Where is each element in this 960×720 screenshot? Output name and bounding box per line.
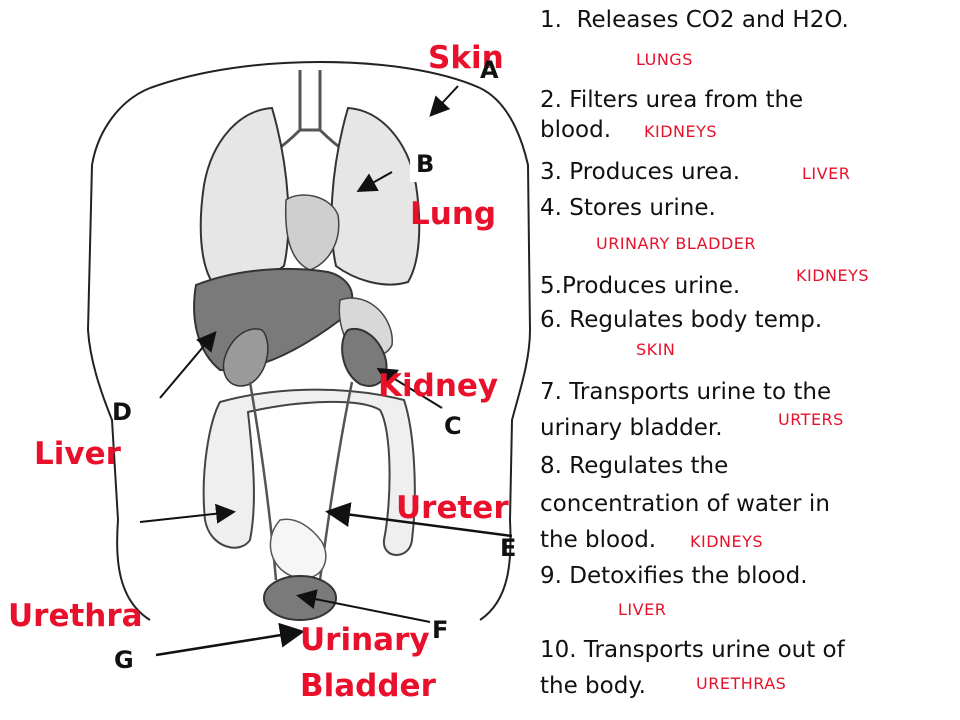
label-urethra: Urethra	[8, 598, 143, 634]
question-3-text: Produces urea.	[569, 159, 741, 185]
question-8-number: 8.	[540, 453, 562, 479]
question-6-text: Regulates body temp.	[569, 307, 823, 333]
question-2: 2. Filters urea from the	[540, 86, 803, 114]
arrow-urethra	[155, 622, 305, 657]
large-intestine	[202, 388, 416, 556]
question-6: 6. Regulates body temp.	[540, 306, 822, 334]
label-lung: Lung	[410, 196, 497, 232]
letter-d: D	[112, 398, 132, 426]
question-8-line-3: the blood.	[540, 527, 657, 553]
heart	[284, 194, 340, 271]
arrow-lung	[356, 171, 393, 192]
question-8-text: Regulates the	[569, 453, 729, 479]
question-1-text: Releases CO2 and H2O.	[576, 7, 849, 33]
question-1: 1. Releases CO2 and H2O.	[540, 6, 849, 34]
right-lung	[330, 106, 421, 286]
question-6-number: 6.	[540, 307, 562, 333]
question-4-number: 4.	[540, 195, 562, 221]
label-skin: Skin	[428, 40, 504, 76]
question-8-line-2: concentration of water in	[540, 491, 830, 517]
arrow-ureter	[325, 502, 513, 538]
answer-7: URTERS	[778, 410, 844, 429]
label-urinary: Urinary	[300, 622, 430, 658]
answer-3: LIVER	[802, 164, 851, 183]
label-liver: Liver	[34, 436, 121, 472]
answer-1: LUNGS	[636, 50, 693, 69]
question-4-text: Stores urine.	[569, 195, 716, 221]
arrow-liver	[159, 330, 217, 399]
question-10-line-2: the body.	[540, 673, 646, 699]
arrow-bladder	[296, 589, 431, 623]
letter-a: A	[480, 56, 499, 84]
label-bladder: Bladder	[300, 668, 436, 704]
question-5-number: 5.	[540, 273, 562, 299]
question-8: 8. Regulates the	[540, 452, 728, 480]
question-10: 10. Transports urine out of	[540, 636, 845, 664]
torso-outline	[86, 87, 532, 621]
question-10-number: 10.	[540, 637, 577, 663]
question-3: 3. Produces urea.	[540, 158, 740, 186]
question-3-number: 3.	[540, 159, 562, 185]
letter-e: E	[500, 534, 517, 562]
answer-10: URETHRAS	[696, 674, 787, 693]
answer-8: KIDNEYS	[690, 532, 764, 551]
question-4: 4. Stores urine.	[540, 194, 716, 222]
question-2-number: 2.	[540, 87, 562, 113]
question-2-text: Filters urea from the	[569, 87, 804, 113]
question-9-number: 9.	[540, 563, 562, 589]
shoulder-outline	[149, 60, 481, 89]
answer-6: SKIN	[636, 340, 676, 359]
letter-c: C	[444, 412, 462, 440]
answer-4: URINARY BLADDER	[596, 234, 756, 253]
letter-b: B	[416, 150, 435, 178]
label-kidney: Kidney	[378, 368, 499, 404]
question-7-text: Transports urine to the	[569, 379, 832, 405]
liver-organ	[193, 267, 353, 372]
question-2-line-2: blood.	[540, 117, 612, 143]
trachea	[298, 70, 322, 130]
question-7: 7. Transports urine to the	[540, 378, 831, 406]
answer-5: KIDNEYS	[796, 266, 870, 285]
question-5-text: Produces urine.	[561, 273, 741, 299]
left-lung	[199, 106, 290, 286]
label-b-box	[410, 150, 496, 182]
small-intestine	[269, 518, 327, 580]
arrow-kidney	[376, 367, 443, 409]
bladder-organ	[263, 575, 337, 621]
question-9-text: Detoxifies the blood.	[569, 563, 808, 589]
label-ureter: Ureter	[396, 490, 509, 526]
question-7-number: 7.	[540, 379, 562, 405]
kidney-organ-2	[222, 328, 269, 387]
question-7-line-2: urinary bladder.	[540, 415, 723, 441]
question-5: 5.Produces urine.	[540, 272, 740, 300]
answer-9: LIVER	[618, 600, 667, 619]
arrow-intestine	[139, 503, 236, 524]
letter-g: G	[114, 646, 134, 674]
letter-f: F	[432, 616, 449, 644]
answer-2: KIDNEYS	[644, 122, 718, 141]
question-9: 9. Detoxifies the blood.	[540, 562, 808, 590]
arrow-skin	[429, 85, 459, 117]
question-1-number: 1.	[540, 7, 562, 33]
question-10-text: Transports urine out of	[583, 637, 845, 663]
